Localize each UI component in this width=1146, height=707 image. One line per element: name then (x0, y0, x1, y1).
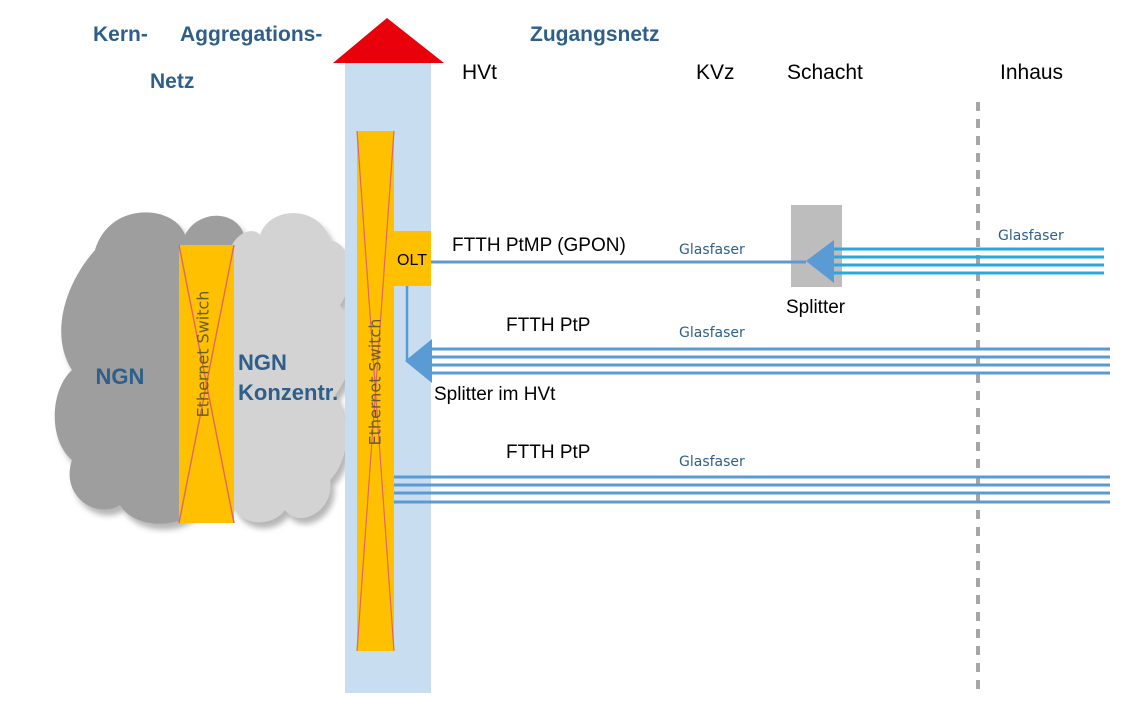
hvt-splitter-arrow (405, 339, 432, 383)
center-ethernet-switch: Ethernet Switch (356, 130, 395, 652)
ptmp-fiber-label: Glasfaser (679, 242, 745, 258)
schacht-label: Schacht (787, 61, 863, 84)
olt-box: OLT (394, 231, 431, 286)
kern-header: Kern- (93, 23, 148, 46)
inhaus-fiber-label: Glasfaser (998, 228, 1064, 244)
ptmp-label: FTTH PtMP (GPON) (452, 235, 626, 256)
center-switch-label: Ethernet Switch (366, 319, 385, 446)
ngn-konz-label-2: Konzentr. (238, 380, 338, 405)
olt-label: OLT (397, 252, 427, 269)
red-arrow-head (333, 18, 444, 63)
netz-header: Netz (150, 70, 194, 93)
schacht-splitter-box (791, 205, 842, 287)
ptp2-fibers (394, 475, 1110, 504)
ngn-konzentrator-cloud (232, 213, 352, 523)
aggregation-header: Aggregations- (180, 23, 322, 46)
ptp1-label: FTTH PtP (506, 315, 590, 336)
ptp2-fiber-label: Glasfaser (679, 454, 745, 470)
ptp1-fibers (428, 347, 1110, 375)
schacht-splitter-arrow (806, 240, 834, 283)
ngn-konz-label-1: NGN (238, 350, 287, 375)
ptp2-label: FTTH PtP (506, 442, 590, 463)
hvt-splitter-label: Splitter im HVt (434, 384, 556, 405)
kvz-label: KVz (696, 61, 735, 84)
zugangsnetz-header: Zugangsnetz (530, 23, 660, 46)
ngn-label: NGN (96, 364, 145, 389)
schacht-splitter-label: Splitter (786, 297, 846, 318)
ptp1-fiber-label: Glasfaser (679, 325, 745, 341)
inhaus-label: Inhaus (1000, 61, 1063, 84)
left-switch-label: Ethernet Switch (194, 291, 213, 418)
hvt-label: HVt (462, 61, 497, 84)
left-ethernet-switch: Ethernet Switch (178, 244, 235, 524)
ptmp-cyan-fibers (832, 247, 1104, 275)
